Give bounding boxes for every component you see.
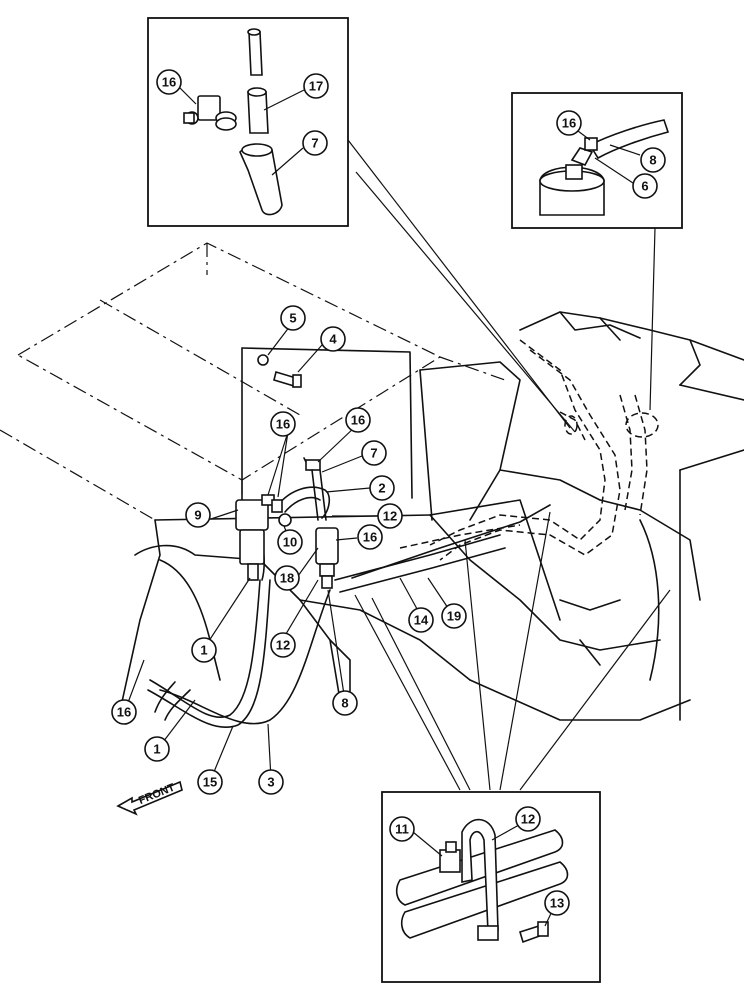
callout-17-inset-top: 17 [303,73,329,99]
front-arrow: FRONT [116,780,183,816]
callout-1-b: 1 [144,736,170,762]
callout-8-inset-right: 8 [640,147,666,173]
svg-text:18: 18 [280,571,294,586]
svg-text:12: 12 [521,812,535,827]
bolt-and-nut [257,354,302,388]
callout-7: 7 [361,440,387,466]
svg-text:9: 9 [194,508,201,523]
callout-12-a: 12 [377,503,403,529]
callout-16-a: 16 [270,411,296,437]
inset-bottom [381,791,601,983]
svg-text:1: 1 [200,643,207,658]
svg-text:16: 16 [351,413,365,428]
svg-text:8: 8 [341,696,348,711]
callout-14: 14 [408,607,434,633]
svg-text:2: 2 [378,481,385,496]
svg-text:17: 17 [309,79,323,94]
callouts: 16 17 7 16 8 6 5 4 16 16 7 2 9 12 10 16 … [111,69,666,916]
svg-text:11: 11 [395,822,409,837]
callout-2: 2 [369,475,395,501]
callout-11-inset-bottom: 11 [389,816,415,842]
inset-top [147,17,349,227]
svg-text:12: 12 [383,509,397,524]
callout-15: 15 [197,769,223,795]
svg-text:5: 5 [289,311,296,326]
callout-8: 8 [332,690,358,716]
callout-3: 3 [258,769,284,795]
svg-text:10: 10 [283,535,297,550]
callout-19: 19 [441,603,467,629]
hose-lines [147,139,671,791]
svg-text:16: 16 [363,530,377,545]
svg-text:1: 1 [153,742,160,757]
svg-text:12: 12 [276,638,290,653]
svg-text:16: 16 [117,705,131,720]
callout-16-d: 16 [111,699,137,725]
svg-text:6: 6 [641,179,648,194]
callout-1-a: 1 [191,637,217,663]
callout-16-b: 16 [345,407,371,433]
callout-9: 9 [185,502,211,528]
front-label: FRONT [137,782,177,807]
svg-text:13: 13 [550,896,564,911]
svg-text:16: 16 [162,75,176,90]
svg-text:15: 15 [203,775,217,790]
callout-6-inset-right: 6 [632,173,658,199]
callout-16-inset-top: 16 [156,69,182,95]
callout-16-inset-right: 16 [556,110,582,136]
svg-text:19: 19 [447,609,461,624]
svg-text:16: 16 [276,417,290,432]
callout-16-c: 16 [357,524,383,550]
callout-18: 18 [274,565,300,591]
callout-13-inset-bottom: 13 [544,890,570,916]
callout-4: 4 [320,326,346,352]
svg-text:16: 16 [562,116,576,131]
svg-text:7: 7 [370,446,377,461]
callout-7-inset-top: 7 [302,130,328,156]
filter-assembly [235,457,339,589]
callout-12-inset-bottom: 12 [515,806,541,832]
callout-5: 5 [280,305,306,331]
svg-text:8: 8 [649,153,656,168]
svg-text:3: 3 [267,775,274,790]
svg-text:4: 4 [329,332,337,347]
svg-text:7: 7 [311,136,318,151]
callout-12-b: 12 [270,632,296,658]
callout-10: 10 [277,529,303,555]
svg-text:14: 14 [414,613,429,628]
